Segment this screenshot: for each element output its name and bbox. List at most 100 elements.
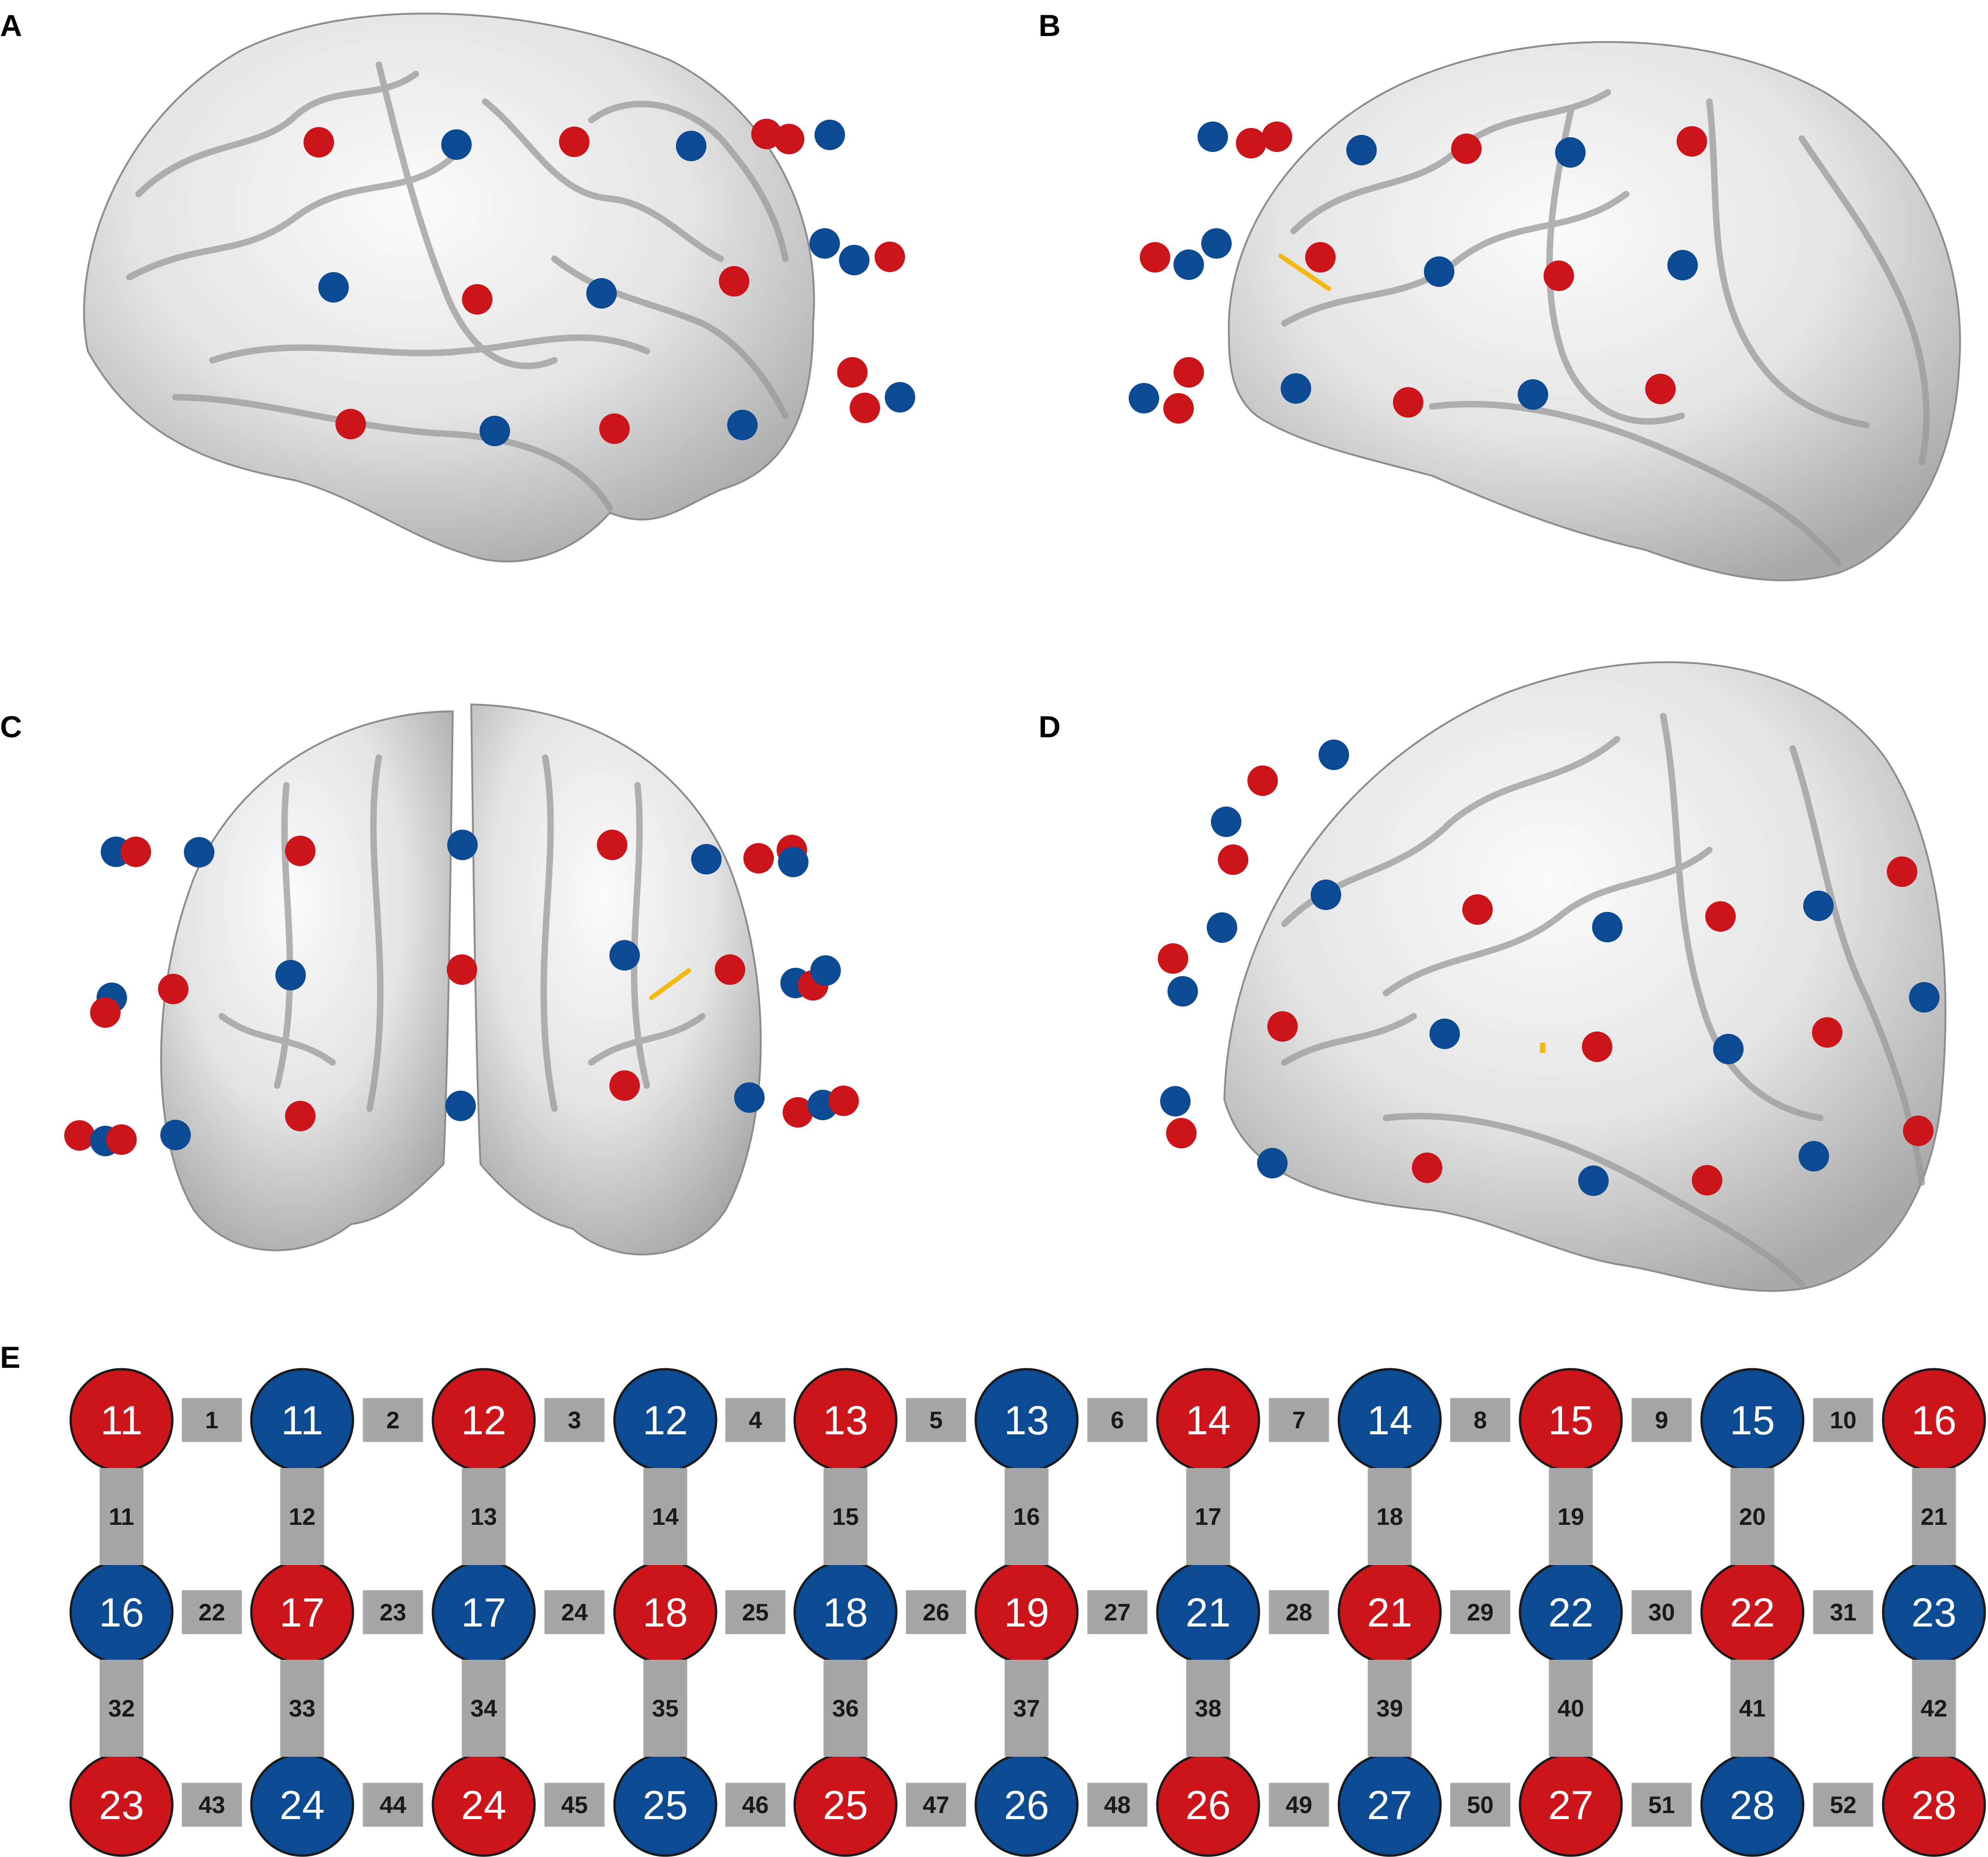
highlight-channel-marker [1540,1043,1545,1053]
detector-optode-dot [1281,373,1311,404]
channel-37-box [1004,1660,1049,1757]
source-optode-dot [1247,765,1278,796]
detector-optode-dot [1160,1086,1191,1117]
channel-9-label: 9 [1655,1407,1668,1434]
channel-45-label: 45 [561,1792,588,1819]
detector-optode-dot [1799,1141,1829,1171]
source-optode-dot [90,997,121,1028]
channel-25-label: 25 [742,1599,769,1626]
detector-node-label: 28 [1730,1782,1775,1828]
channel-41-label: 41 [1739,1695,1766,1722]
source-node-label: 21 [1367,1590,1412,1635]
channel-6-label: 6 [1111,1407,1124,1434]
gyri-lines [219,754,705,1112]
channel-31-label: 31 [1830,1599,1857,1626]
channel-2-box [363,1398,423,1442]
source-optode-dot [850,393,880,423]
detector-optode-dot [1311,880,1341,910]
channel-45-box [544,1783,605,1827]
channel-13-label: 13 [470,1504,497,1530]
channel-8-label: 8 [1474,1407,1487,1434]
brain-hemisphere-left [160,710,454,1251]
detector-optode-dot [1201,228,1232,259]
source-node-label: 18 [643,1590,688,1635]
source-optode-dot [1812,1017,1842,1048]
source-node-label: 23 [99,1782,144,1828]
channel-24-box [544,1590,605,1634]
channel-35-box [643,1660,687,1757]
source-optode-dot [828,1086,859,1116]
channel-38-label: 38 [1195,1695,1222,1722]
channel-4-box [725,1398,785,1442]
source-optode-dot [719,266,749,297]
channel-32-box [99,1660,144,1757]
channel-23-box [363,1590,423,1634]
channel-5-box [906,1398,966,1442]
channel-51-label: 51 [1648,1792,1675,1819]
source-optode-dot [599,413,630,444]
source-optode-dot [783,1097,813,1128]
channel-30-label: 30 [1648,1599,1675,1626]
channel-26-label: 26 [923,1599,949,1626]
source-optode-dot [462,284,492,315]
channel-40-label: 40 [1557,1695,1584,1722]
panel-d-brain [1223,661,1946,1292]
channel-42-label: 42 [1921,1695,1947,1722]
channel-48-label: 48 [1104,1792,1131,1819]
channel-12-label: 12 [289,1504,316,1530]
channel-24-label: 24 [561,1599,588,1626]
channel-22-label: 22 [199,1599,225,1626]
detector-optode-dot [1518,379,1548,410]
brain-hemisphere-right [470,703,762,1256]
detector-optode-dot [1713,1034,1744,1064]
detector-optode-dot [441,129,472,160]
channel-21-label: 21 [1921,1504,1947,1530]
detector-optode-dot [809,228,840,259]
channel-46-box [725,1783,785,1827]
detector-optode-dot [1257,1148,1288,1178]
panel-label-a: A [0,8,22,42]
channel-31-box [1813,1590,1873,1634]
channel-38-box [1186,1660,1230,1757]
channel-19-label: 19 [1557,1504,1584,1530]
source-node-label: 16 [1911,1397,1957,1443]
channel-52-box [1813,1783,1873,1827]
channel-34-box [462,1660,506,1757]
channel-5-label: 5 [930,1407,943,1434]
channel-26-box [906,1590,966,1634]
source-node-label: 22 [1730,1590,1775,1635]
channel-49-label: 49 [1286,1792,1313,1819]
detector-node-label: 17 [461,1590,506,1635]
channel-13-box [462,1468,506,1565]
detector-optode-dot [1424,256,1454,287]
source-node-label: 28 [1911,1782,1957,1828]
channel-37-label: 37 [1013,1695,1040,1722]
source-optode-dot [1305,242,1336,273]
source-optode-dot [743,843,774,874]
channel-44-label: 44 [380,1792,407,1819]
channel-41-box [1730,1660,1775,1757]
source-optode-dot [1236,128,1266,158]
channel-50-label: 50 [1467,1792,1494,1819]
source-optode-dot [559,127,590,157]
channel-27-box [1087,1590,1148,1634]
source-optode-dot [774,124,804,154]
channel-3-box [544,1398,605,1442]
source-node-label: 13 [823,1397,868,1443]
detector-optode-dot [1319,740,1349,770]
channel-22-box [182,1590,242,1634]
source-optode-dot [64,1120,95,1151]
channel-29-label: 29 [1467,1599,1494,1626]
detector-optode-dot [1592,912,1623,942]
channel-49-box [1269,1783,1329,1827]
source-optode-dot [1462,894,1493,925]
gyri-lines [1281,89,1930,567]
source-optode-dot [285,836,316,866]
detector-optode-dot [1198,121,1228,152]
source-optode-dot [609,1070,640,1101]
channel-43-box [182,1783,242,1827]
channel-50-box [1450,1783,1510,1827]
detector-node-label: 13 [1004,1397,1049,1443]
source-optode-dot [715,954,745,985]
